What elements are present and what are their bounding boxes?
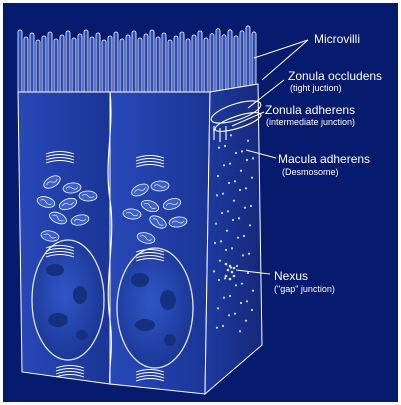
nexus-label: Nexus [274, 270, 308, 282]
zonula-occludens-label: Zonula occludens [288, 70, 382, 82]
macula-adherens-label: Macula adherens [278, 153, 370, 165]
middle-nucleus [117, 248, 193, 368]
zonula-adherens-sublabel: (intermediate junction) [266, 118, 355, 127]
left-nucleus [32, 240, 104, 360]
macula-adherens-sublabel: (Desmosome) [282, 168, 339, 177]
nexus-sublabel: ("gap" junction) [274, 285, 335, 294]
zonula-occludens-sublabel: (tight juction) [290, 84, 342, 93]
microvilli-label: Microvilli [314, 33, 360, 45]
zonula-adherens-label: Zonula adherens [265, 104, 355, 116]
